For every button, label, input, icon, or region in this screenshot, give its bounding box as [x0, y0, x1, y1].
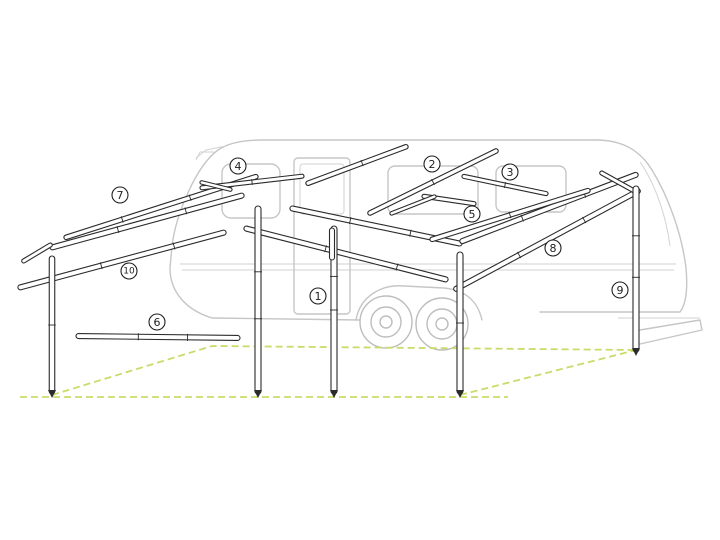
- callout-ring: [463, 205, 481, 223]
- callout-ring: [423, 155, 441, 173]
- pole-tube: [305, 143, 409, 187]
- pole-tube: [63, 173, 259, 241]
- callout-number: 5: [469, 208, 476, 221]
- pole-loose-bar-6: [75, 332, 241, 342]
- callout-ring: [501, 163, 519, 181]
- pole-foot-spike: [330, 390, 338, 398]
- pole-crossbar-3: [461, 173, 549, 197]
- pole-joint: [517, 251, 522, 259]
- pole-bracket-2: [389, 194, 437, 216]
- callout-number: 2: [429, 158, 436, 171]
- pole-joint: [508, 211, 512, 219]
- pole-rafter-front-lower: [17, 229, 227, 291]
- pole-foot-spike: [254, 390, 262, 398]
- pole-joint: [503, 181, 507, 189]
- pole-joint: [99, 262, 103, 270]
- callout-number: 7: [117, 189, 124, 202]
- callout-7: 7: [111, 186, 129, 204]
- pole-joint: [116, 225, 120, 233]
- pole-joint: [431, 178, 435, 186]
- pole-joint: [409, 229, 412, 237]
- callout-ring: [120, 262, 138, 280]
- callout-4: 4: [229, 157, 247, 175]
- callout-2: 2: [423, 155, 441, 173]
- callout-ring: [111, 186, 129, 204]
- pole-joint: [184, 207, 188, 215]
- callout-ring: [309, 287, 327, 305]
- callout-ring: [229, 157, 247, 175]
- callout-number: 6: [154, 316, 161, 329]
- pole-tube: [75, 332, 241, 342]
- pole-tube: [632, 185, 640, 353]
- pole-joint: [120, 216, 124, 223]
- pole-joint: [324, 245, 327, 253]
- callout-5: 5: [463, 205, 481, 223]
- caravan-wheels: [359, 295, 469, 351]
- pole-rafter-rear-upper: [367, 148, 499, 216]
- pole-foot-spike: [632, 348, 640, 356]
- pole-upright-2: [254, 205, 262, 395]
- pole-joint: [172, 242, 176, 250]
- callout-ring: [544, 239, 562, 257]
- callout-6: 6: [148, 313, 166, 331]
- pole-joint: [520, 214, 524, 222]
- pole-upright-front: [48, 255, 56, 395]
- pole-rafter-mid-upper: [199, 173, 305, 191]
- pole-upright-4: [456, 251, 464, 395]
- callout-3: 3: [501, 163, 519, 181]
- awning-frame-poles: [17, 143, 641, 398]
- callout-9: 9: [611, 281, 629, 299]
- pole-tube: [254, 205, 262, 395]
- ground-outline: [20, 345, 637, 398]
- callout-number: 10: [123, 267, 135, 277]
- pole-tube: [21, 242, 53, 264]
- pole-joint: [349, 217, 352, 225]
- pole-joint: [251, 178, 253, 186]
- callout-number: 3: [507, 166, 514, 179]
- callout-ring: [611, 281, 629, 299]
- pole-tube: [199, 180, 233, 192]
- callout-number: 9: [617, 284, 624, 297]
- pole-rafter-center-2: [243, 225, 449, 283]
- pole-rafter-short-front: [21, 242, 53, 264]
- part-callouts: 1 2 3 4 5 6 7 8 9 10: [111, 155, 629, 331]
- callout-1: 1: [309, 287, 327, 305]
- pole-rafter-mid-long: [305, 143, 409, 187]
- pole-joint: [582, 216, 587, 224]
- pole-tube: [49, 192, 245, 251]
- pole-bracket-4: [199, 180, 233, 192]
- pole-foot-spike: [48, 390, 56, 398]
- callout-number: 4: [235, 160, 242, 173]
- pole-rafter-front-upper: [49, 192, 245, 251]
- callout-number: 1: [315, 290, 322, 303]
- callout-8: 8: [544, 239, 562, 257]
- pole-upright-rear: [632, 185, 640, 353]
- callout-10: 10: [120, 262, 138, 280]
- pole-tube: [328, 227, 336, 261]
- pole-foot-spike: [456, 390, 464, 398]
- callout-ring: [148, 313, 166, 331]
- pole-joint: [395, 263, 399, 271]
- pole-ridge-rear: [429, 187, 591, 243]
- pole-upright-center-short: [328, 227, 336, 261]
- pole-ridge-front: [63, 173, 259, 241]
- callout-number: 8: [550, 242, 557, 255]
- pole-joint: [188, 194, 192, 201]
- pole-tube: [389, 194, 437, 216]
- pole-joint: [360, 159, 364, 167]
